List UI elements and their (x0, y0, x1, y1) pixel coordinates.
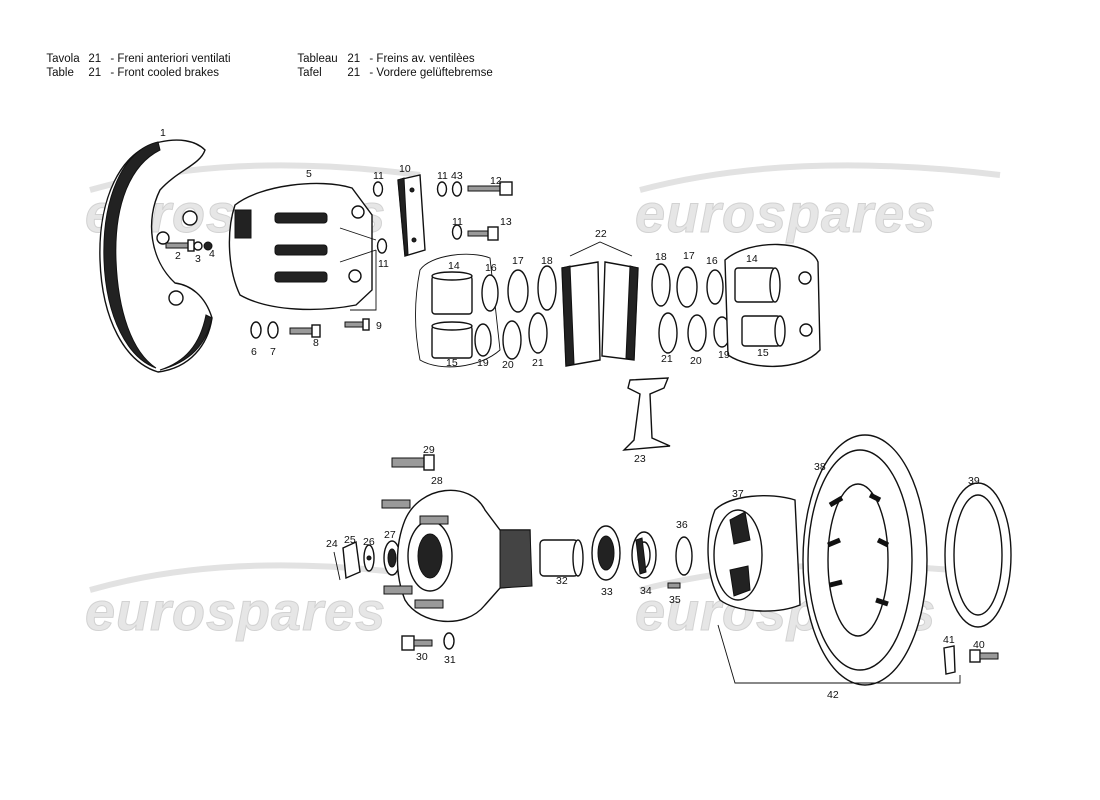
header-de-num: 21 (347, 67, 361, 79)
label-14: 14 (746, 253, 758, 265)
label-22: 22 (595, 228, 607, 240)
header-fr-num: 21 (347, 53, 361, 65)
label-21: 21 (661, 353, 673, 365)
brake-pads-part (561, 241, 639, 367)
watermark-text: eurospares (635, 184, 936, 244)
label-26: 26 (363, 536, 375, 548)
label-38: 38 (814, 461, 826, 473)
label-43: 43 (451, 170, 463, 182)
disc-bell-part (707, 495, 801, 612)
header-de-text: - Vordere gelüftebremse (369, 67, 493, 79)
spreader-spring-part (622, 377, 671, 451)
label-33: 33 (601, 586, 613, 598)
bolt-washer-group-30-31 (401, 632, 455, 651)
label-18: 18 (655, 251, 667, 263)
label-16: 16 (706, 255, 718, 267)
label-17: 17 (512, 255, 524, 267)
label-29: 29 (423, 444, 435, 456)
label-7: 7 (270, 346, 276, 358)
gasket-ring-part (944, 482, 1012, 628)
ventilated-disc-part (802, 434, 928, 686)
dust-shield-part (99, 139, 213, 373)
label-11: 11 (437, 170, 448, 182)
label-9: 9 (376, 320, 382, 332)
label-21: 21 (532, 357, 544, 369)
header-english: Table 21 - Front cooled brakes (40, 51, 219, 81)
label-12: 12 (490, 175, 502, 187)
label-3: 3 (195, 253, 201, 265)
left-piston-group (415, 253, 557, 368)
label-17: 17 (683, 250, 695, 262)
header-fr-word: Tableau (297, 53, 338, 65)
label-16: 16 (485, 262, 497, 274)
bolt-washer-group-2-4 (165, 239, 213, 252)
label-36: 36 (676, 519, 688, 531)
bearing-seal-group-32-36 (539, 525, 693, 589)
label-27: 27 (384, 529, 396, 541)
header-en-word: Table (46, 67, 74, 79)
label-6: 6 (251, 346, 257, 358)
label-23: 23 (634, 453, 646, 465)
label-37: 37 (732, 488, 744, 500)
label-41: 41 (943, 634, 955, 646)
label-18: 18 (541, 255, 553, 267)
label-19: 19 (718, 349, 730, 361)
label-10: 10 (399, 163, 411, 175)
label-14: 14 (448, 260, 460, 272)
label-39: 39 (968, 475, 980, 487)
label-1: 1 (160, 127, 166, 139)
label-11: 11 (452, 216, 463, 228)
header-en-text: - Front cooled brakes (110, 67, 220, 79)
header-fr-text: - Freins av. ventilèes (369, 53, 475, 65)
header-german: Tafel 21 - Vordere gelüftebremse (291, 51, 493, 81)
label-15: 15 (757, 347, 769, 359)
label-4: 4 (209, 248, 215, 260)
watermark-text: eurospares (85, 582, 386, 642)
right-piston-group (651, 243, 821, 368)
header-it-num: 21 (88, 53, 102, 65)
header-french: Tableau 21 - Freins av. ventilèes (291, 37, 475, 67)
label-25: 25 (344, 534, 356, 546)
label-40: 40 (973, 639, 985, 651)
bolt-group-40-41 (943, 645, 999, 675)
label-11: 11 (378, 258, 389, 270)
header-en-num: 21 (88, 67, 102, 79)
header-de-word: Tafel (297, 67, 322, 79)
label-35: 35 (669, 594, 681, 606)
part-labels: 1 2 3 4 5 6 7 8 9 10 11 11 11 11 43 12 1… (160, 127, 985, 701)
retaining-plate-group-10-11 (372, 174, 513, 257)
label-28: 28 (431, 475, 443, 487)
label-5: 5 (306, 168, 312, 180)
label-24: 24 (326, 538, 338, 550)
label-15: 15 (446, 357, 458, 369)
header-it-word: Tavola (46, 53, 80, 65)
label-8: 8 (313, 337, 319, 349)
label-32: 32 (556, 575, 568, 587)
label-19: 19 (477, 357, 489, 369)
label-11: 11 (373, 170, 384, 182)
wheel-stud-part (391, 454, 435, 471)
axle-nut-group-24-27 (333, 540, 401, 581)
label-20: 20 (502, 359, 514, 371)
bracket-42 (717, 624, 961, 684)
label-2: 2 (175, 250, 181, 262)
washers-bolt-group-6-8 (250, 250, 377, 339)
header-italian: Tavola 21 - Freni anteriori ventilati (40, 37, 231, 67)
label-30: 30 (416, 651, 428, 663)
label-20: 20 (690, 355, 702, 367)
label-31: 31 (444, 654, 456, 666)
label-34: 34 (640, 585, 652, 597)
caliper-inner-half-part (228, 182, 377, 311)
header-it-text: - Freni anteriori ventilati (110, 53, 231, 65)
label-13: 13 (500, 216, 512, 228)
wheel-hub-part (381, 489, 533, 623)
label-42: 42 (827, 689, 839, 701)
